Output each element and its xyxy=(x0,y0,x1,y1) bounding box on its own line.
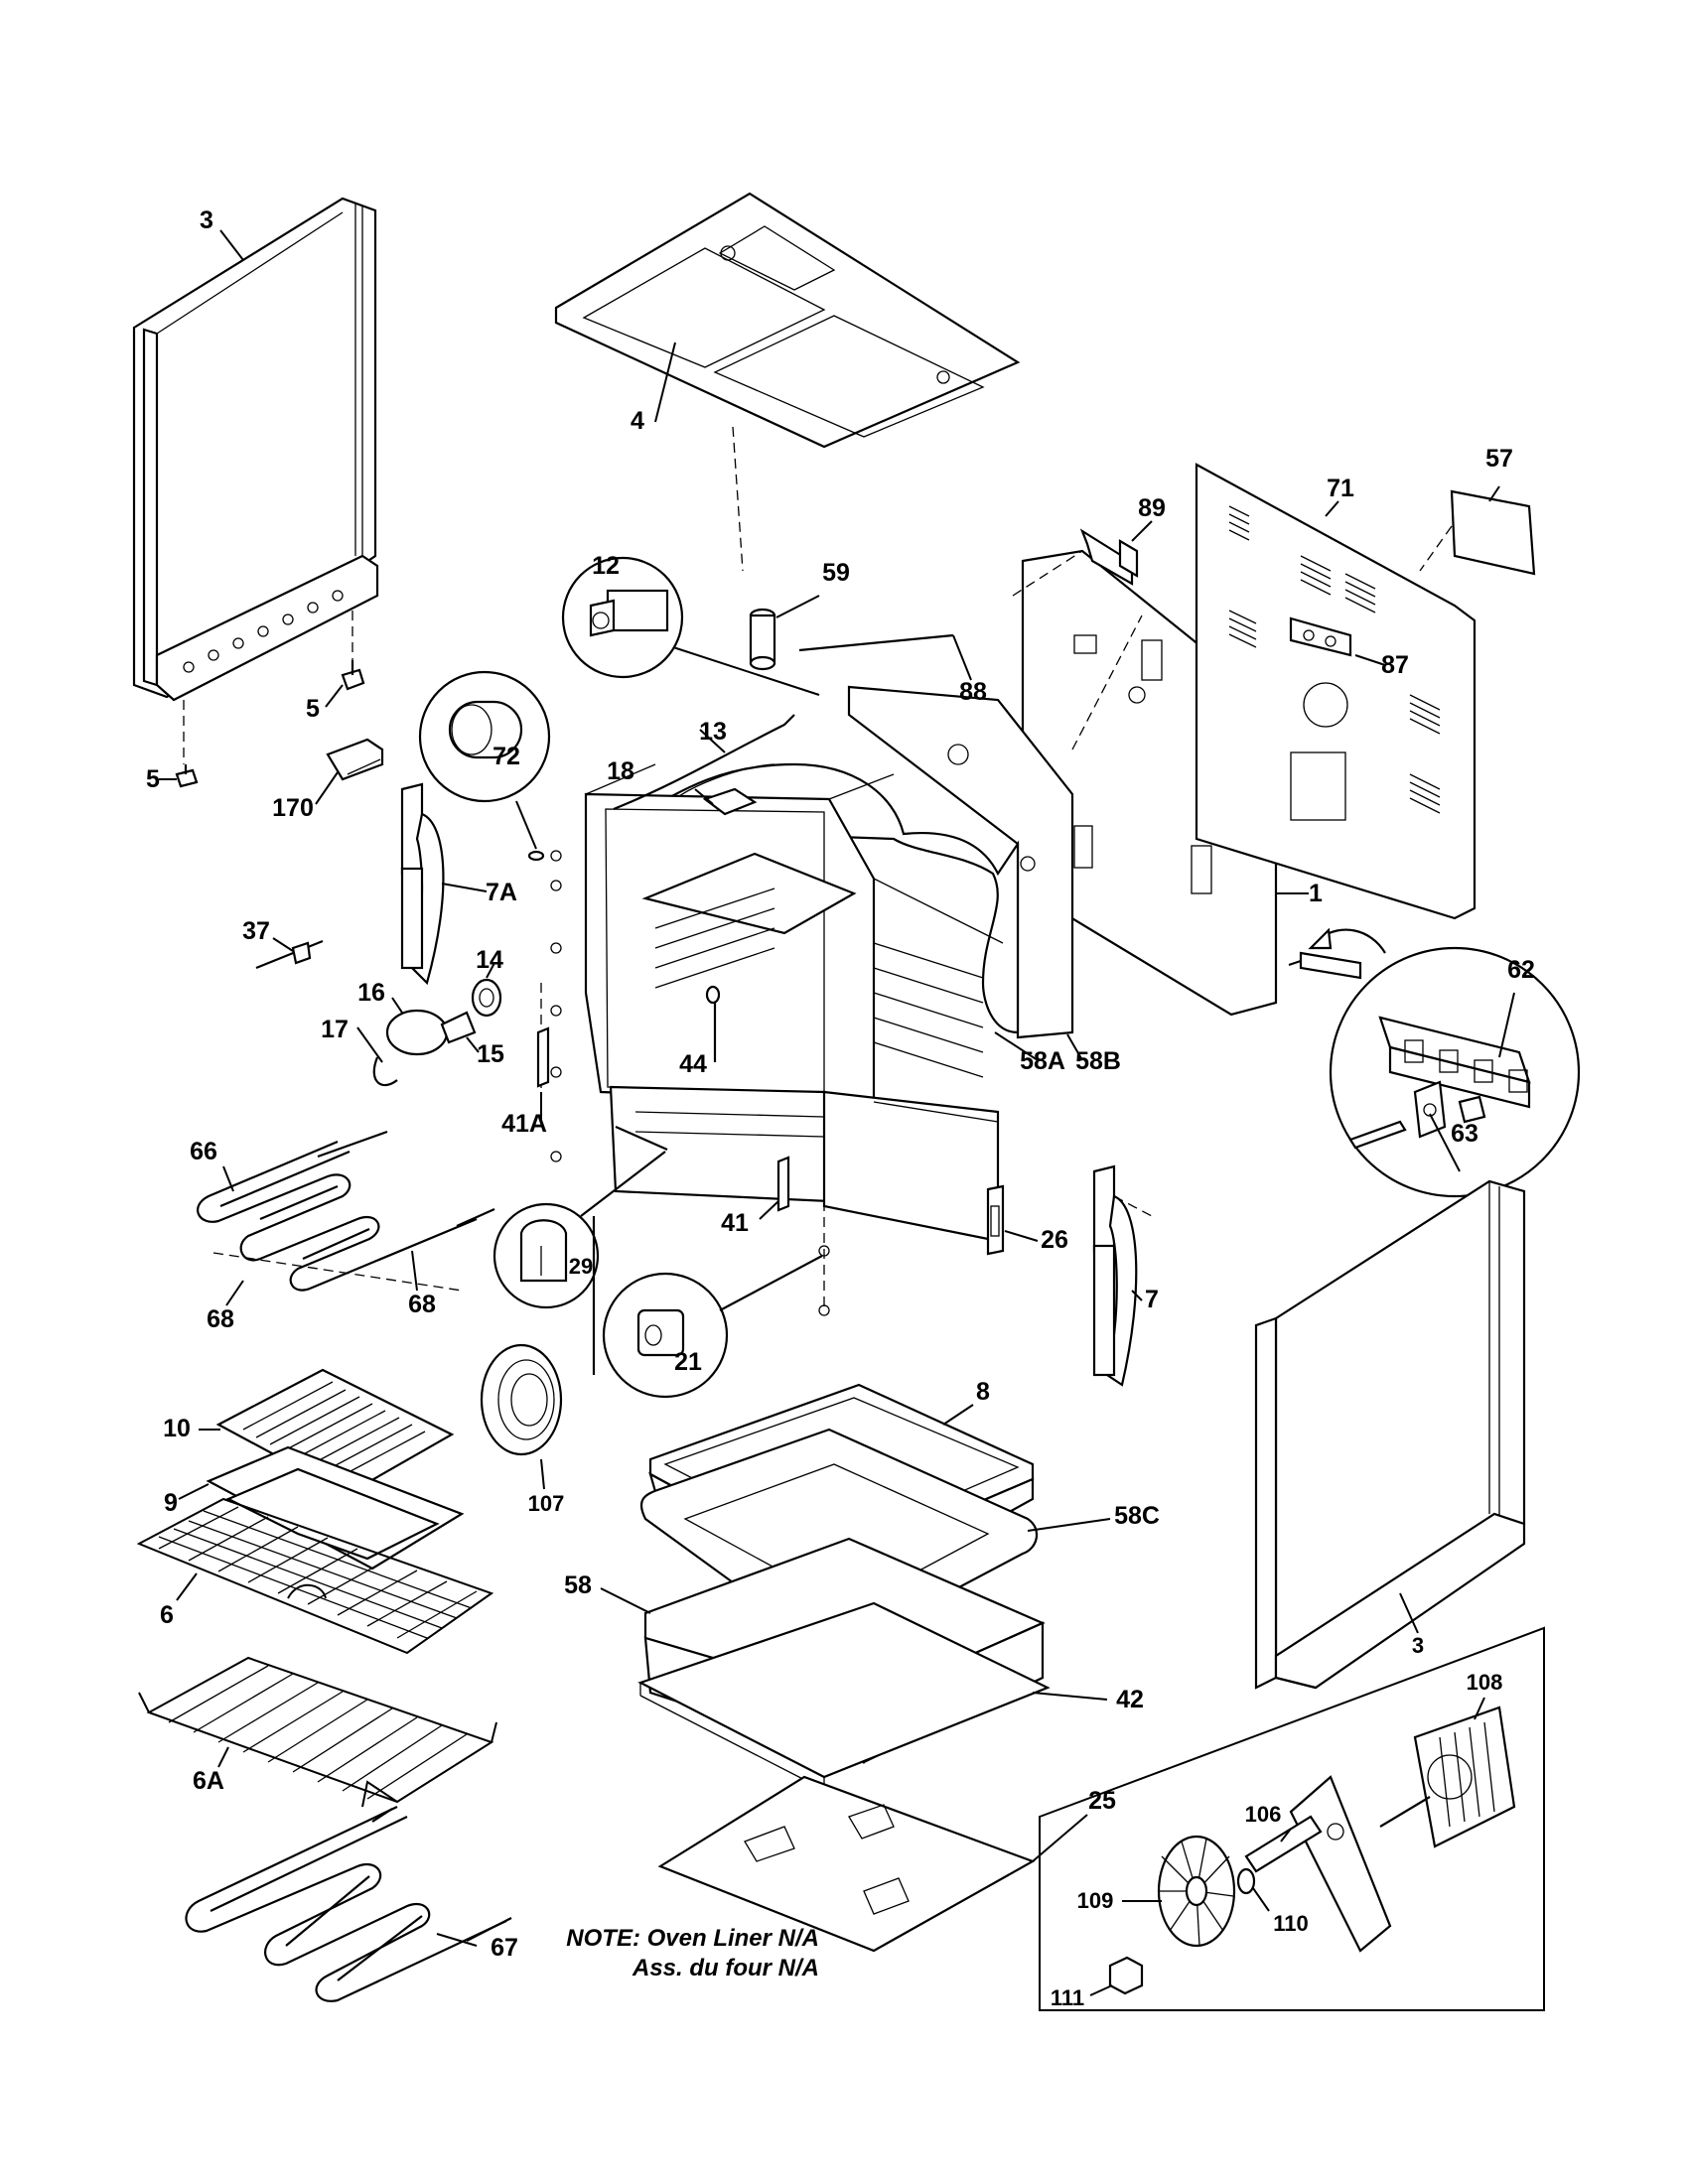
part-12-detail-circle xyxy=(561,556,684,679)
part-72-detail-circle xyxy=(418,670,551,803)
part-58b-insulation-block xyxy=(847,685,1074,1039)
callout-58a: 58A xyxy=(1020,1047,1065,1075)
part-109-fan-blade xyxy=(1157,1835,1236,1948)
callout-21: 21 xyxy=(674,1348,702,1376)
callout-58c: 58C xyxy=(1114,1502,1160,1530)
part-6a-oven-rack xyxy=(138,1583,497,1808)
part-26-bracket xyxy=(986,1184,1005,1256)
cavity-screws xyxy=(550,850,562,1162)
part-37-wire xyxy=(255,939,324,970)
part-41-bracket xyxy=(776,1156,790,1212)
callout-170: 170 xyxy=(272,794,314,822)
callout-25: 25 xyxy=(1088,1787,1116,1815)
callout-5-b: 5 xyxy=(146,765,160,793)
callout-108: 108 xyxy=(1467,1670,1503,1695)
callout-37: 37 xyxy=(242,917,270,945)
callout-41: 41 xyxy=(721,1209,749,1237)
callout-62: 62 xyxy=(1507,956,1535,984)
callout-58b: 58B xyxy=(1075,1047,1121,1075)
part-62-terminal-block-detail xyxy=(1329,946,1581,1198)
callout-6: 6 xyxy=(160,1601,174,1629)
part-71-back-cover xyxy=(1195,463,1477,920)
callout-13: 13 xyxy=(699,718,727,746)
callout-1: 1 xyxy=(1309,880,1323,907)
part-170-clip xyxy=(326,738,384,781)
part-42-drawer-bottom xyxy=(637,1601,1051,1791)
part-110-washer xyxy=(1236,1867,1256,1895)
note-block: NOTE: Oven Liner N/A Ass. du four N/A xyxy=(566,1925,819,1981)
callout-12: 12 xyxy=(592,552,620,580)
part-3-left-side-panel xyxy=(132,197,379,702)
callout-labels: 3 4 5 5 170 72 12 59 13 18 88 89 71 57 8… xyxy=(146,206,1535,2010)
callout-72: 72 xyxy=(492,743,520,770)
part-87-block xyxy=(1289,616,1352,657)
callout-9: 9 xyxy=(164,1489,178,1517)
part-9-broiler-pan xyxy=(206,1445,465,1570)
callout-111: 111 xyxy=(1051,1985,1084,2010)
callout-106: 106 xyxy=(1245,1802,1282,1827)
part-7a-hinge xyxy=(400,782,445,986)
callout-87: 87 xyxy=(1381,651,1409,679)
callout-10: 10 xyxy=(163,1415,191,1442)
callout-44: 44 xyxy=(679,1050,707,1078)
callout-41a: 41A xyxy=(501,1110,547,1138)
callout-4: 4 xyxy=(631,407,644,435)
callout-8: 8 xyxy=(976,1378,990,1406)
part-3-right-side-panel xyxy=(1254,1179,1526,1690)
callout-59: 59 xyxy=(822,559,850,587)
callout-29: 29 xyxy=(569,1254,593,1279)
callout-5-a: 5 xyxy=(306,695,320,723)
callout-57: 57 xyxy=(1485,445,1513,473)
callout-16: 16 xyxy=(357,979,385,1007)
part-59-cap xyxy=(749,608,776,671)
callout-89: 89 xyxy=(1138,494,1166,522)
callout-109: 109 xyxy=(1077,1888,1114,1913)
part-7-hinge xyxy=(1092,1164,1138,1387)
callout-67: 67 xyxy=(491,1934,518,1962)
callout-14: 14 xyxy=(476,946,503,974)
callout-7a: 7A xyxy=(486,879,517,906)
callout-66: 66 xyxy=(190,1138,217,1165)
note-line-2: Ass. du four N/A xyxy=(632,1955,819,1981)
callout-107: 107 xyxy=(528,1491,565,1516)
callout-42: 42 xyxy=(1116,1686,1144,1713)
callout-63: 63 xyxy=(1451,1120,1478,1148)
part-14-light-socket xyxy=(471,978,502,1018)
oven-cavity xyxy=(584,763,1004,1243)
callout-68-right: 68 xyxy=(408,1291,436,1318)
part-6-oven-rack xyxy=(136,1497,494,1655)
part-18-bracket xyxy=(702,787,758,816)
callout-3-right: 3 xyxy=(1412,1633,1424,1658)
callout-26: 26 xyxy=(1041,1226,1068,1254)
callout-15: 15 xyxy=(477,1040,504,1068)
part-108-fan-motor xyxy=(1379,1706,1516,1848)
callout-71: 71 xyxy=(1327,475,1354,502)
callout-7: 7 xyxy=(1145,1286,1159,1313)
note-line-1: NOTE: Oven Liner N/A xyxy=(566,1925,819,1952)
callout-18: 18 xyxy=(607,757,634,785)
part-16-light-bulb xyxy=(385,1009,477,1056)
part-89-bracket xyxy=(1079,528,1139,586)
callout-58: 58 xyxy=(564,1571,592,1599)
part-66-broil-element xyxy=(197,1130,495,1292)
part-107-fan-cover xyxy=(480,1343,563,1456)
part-4-top-panel xyxy=(554,192,1021,449)
part-67-bake-element xyxy=(185,1806,512,2002)
callout-68-left: 68 xyxy=(207,1305,234,1333)
part-21-detail-circle xyxy=(602,1272,729,1399)
part-5-screws xyxy=(175,611,365,788)
fan-motor-detail-frame xyxy=(1039,1626,1545,2011)
part-29-detail-circle xyxy=(492,1202,600,1309)
callout-17: 17 xyxy=(321,1016,349,1043)
callout-88: 88 xyxy=(959,678,987,706)
callout-6a: 6A xyxy=(193,1767,224,1795)
part-57-plate xyxy=(1450,489,1536,576)
callout-3-left: 3 xyxy=(200,206,213,234)
part-111-nut xyxy=(1108,1956,1144,1995)
part-41a-bracket xyxy=(536,1026,550,1088)
callout-110: 110 xyxy=(1273,1911,1309,1936)
